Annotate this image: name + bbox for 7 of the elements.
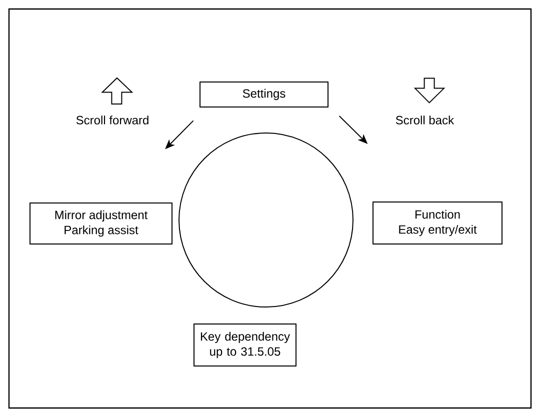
menu-box: Key dependency up to 31.5.05 <box>194 324 296 366</box>
label-text: Scroll forward <box>76 116 148 124</box>
menu-box: Mirror adjustment Parking assist <box>30 202 172 244</box>
label-text: Scroll back <box>396 116 454 124</box>
circle-shape <box>178 132 354 308</box>
menu-box: Function Easy entry/exit <box>372 202 502 244</box>
menu-box: Settings <box>200 82 328 108</box>
